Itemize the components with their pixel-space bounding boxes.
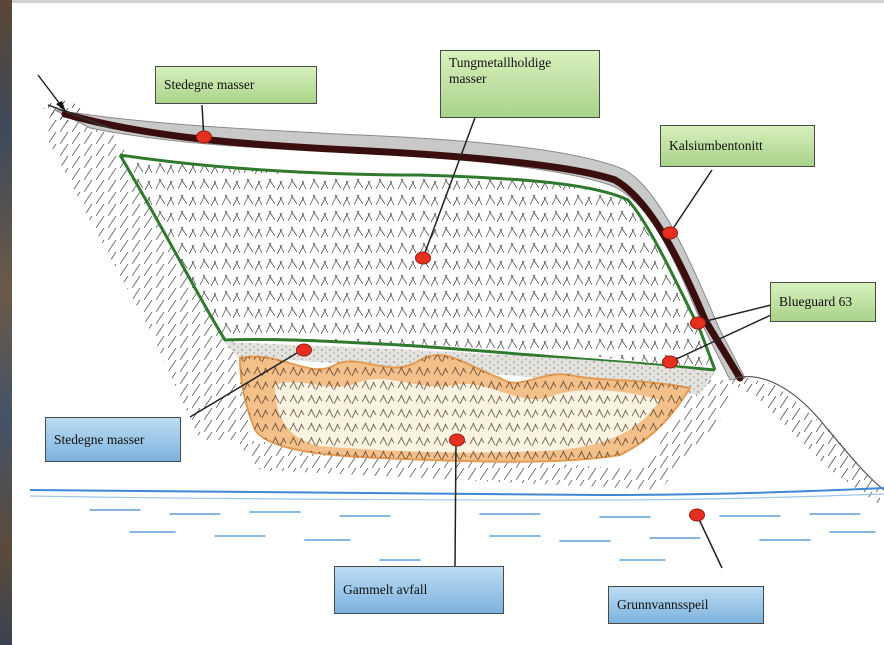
callout-gammelt-avfall: Gammelt avfall bbox=[334, 566, 504, 614]
callout-stedegne-masser-bottom: Stedegne masser bbox=[45, 417, 181, 462]
callout-stedegne-masser-top: Stedegne masser bbox=[155, 66, 317, 104]
callout-kalsiumbentonitt: Kalsiumbentonitt bbox=[660, 125, 815, 167]
callout-blueguard-63: Blueguard 63 bbox=[770, 282, 876, 322]
callout-tungmetallholdige-masser: Tungmetallholdige masser bbox=[440, 50, 600, 118]
callout-grunnvannsspeil: Grunnvannsspeil bbox=[608, 586, 764, 624]
